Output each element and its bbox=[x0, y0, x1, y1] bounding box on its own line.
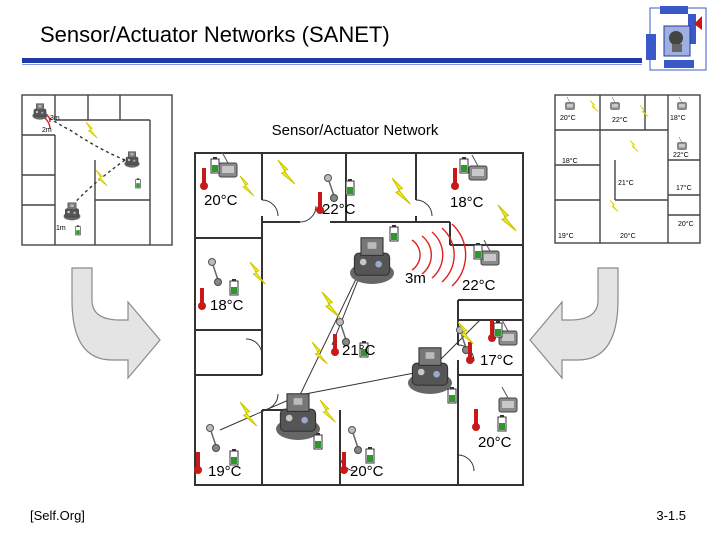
thumb-temp: 22°C bbox=[673, 151, 689, 159]
title-rule bbox=[22, 58, 642, 63]
right-thumbnail bbox=[554, 94, 701, 244]
battery-icon bbox=[229, 278, 239, 296]
curved-arrow-icon bbox=[71, 267, 161, 380]
distance-label: 3m bbox=[405, 270, 426, 287]
battery-icon bbox=[389, 224, 399, 242]
curved-arrow-icon bbox=[529, 267, 619, 380]
title-rule-thin bbox=[22, 64, 642, 65]
network-label: Sensor/Actuator Network bbox=[272, 122, 439, 139]
battery-icon bbox=[473, 242, 483, 260]
battery-icon bbox=[497, 414, 507, 432]
temperature-label: 18°C bbox=[450, 194, 484, 211]
slide-title: Sensor/Actuator Networks (SANET) bbox=[40, 22, 390, 47]
thumb-temp: 20°C bbox=[620, 232, 636, 240]
temperature-label: 18°C bbox=[210, 297, 244, 314]
logo-cube-icon bbox=[646, 6, 707, 71]
thumb-temp: 20°C bbox=[678, 220, 694, 228]
radio-waves bbox=[411, 223, 467, 287]
thumb-temp: 17°C bbox=[676, 184, 692, 192]
page-number: 3-1.5 bbox=[656, 508, 686, 523]
thumb-temp: 18°C bbox=[670, 114, 686, 122]
left-thumbnail bbox=[21, 94, 173, 246]
temperature-label: 20°C bbox=[204, 192, 238, 209]
thumb-temp: 21°C bbox=[618, 179, 634, 187]
battery-icon bbox=[135, 178, 141, 189]
thumb-temp: 20°C bbox=[560, 114, 576, 122]
battery-icon bbox=[365, 446, 375, 464]
thumb-label: 2m bbox=[42, 127, 52, 134]
thumb-temp: 19°C bbox=[558, 232, 574, 240]
temperature-label: 17°C bbox=[480, 352, 514, 369]
battery-icon bbox=[210, 156, 220, 174]
battery-icon bbox=[345, 178, 355, 196]
battery-icon bbox=[459, 156, 469, 174]
thumb-label: 1m bbox=[56, 225, 66, 232]
battery-icon bbox=[313, 432, 323, 450]
thumb-temp: 22°C bbox=[612, 116, 628, 124]
temperature-label: 20°C bbox=[478, 434, 512, 451]
temperature-label: 21°C bbox=[342, 342, 376, 359]
temperature-label: 22°C bbox=[462, 277, 496, 294]
temperature-label: 22°C bbox=[322, 201, 356, 218]
citation: [Self.Org] bbox=[30, 508, 85, 523]
thumb-temp: 18°C bbox=[562, 157, 578, 165]
battery-icon bbox=[75, 225, 81, 236]
temperature-label: 20°C bbox=[350, 463, 384, 480]
thumb-label: 3m bbox=[50, 115, 60, 122]
battery-icon bbox=[447, 386, 457, 404]
battery-icon bbox=[493, 320, 503, 338]
temperature-label: 19°C bbox=[208, 463, 242, 480]
main-floor-plan bbox=[194, 152, 524, 486]
